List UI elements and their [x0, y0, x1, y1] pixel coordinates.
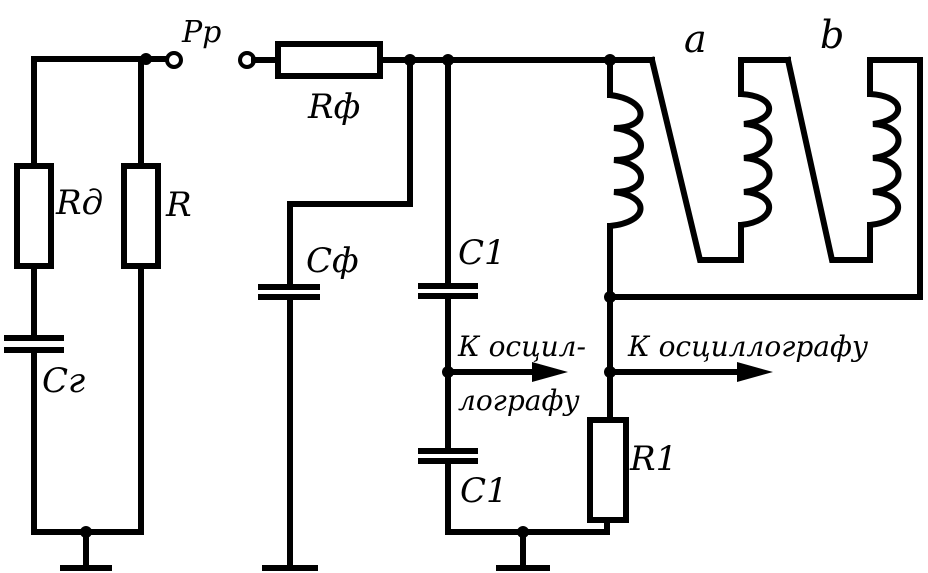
winding-section: [587, 54, 923, 523]
junction-top-left: [140, 53, 152, 65]
resistor-rf: [275, 41, 383, 79]
label-cg: Cг: [42, 361, 85, 401]
spark-gap-terminal-left: [165, 51, 183, 69]
arrow-left-head: [532, 362, 568, 382]
wire-cf-branch: [287, 57, 413, 287]
label-b: b: [820, 13, 844, 57]
labels: Rд R Cг Rф Cф C1 C1 R1 a b К осцил- логр…: [42, 13, 869, 511]
charging-circuit: [4, 53, 171, 571]
label-spark-gap: Pр: [181, 15, 221, 50]
wire-left-outer: [31, 56, 149, 168]
label-rd: Rд: [55, 183, 103, 223]
coil-a: [738, 91, 773, 228]
resistor-rd: [14, 163, 54, 269]
wire-winding-a-top: [738, 57, 791, 97]
label-rf: Rф: [307, 87, 360, 127]
coil-b: [867, 91, 902, 228]
junction-coil-top: [604, 54, 616, 66]
label-r: R: [165, 185, 192, 225]
resistor-r1: [587, 417, 629, 523]
label-c1-bottom: C1: [460, 471, 508, 511]
label-c1-top: C1: [458, 233, 506, 273]
label-cf: Cф: [306, 241, 359, 281]
coil-main: [607, 92, 644, 229]
junction-ground-center: [517, 526, 529, 538]
spark-gap: Pр: [165, 15, 256, 69]
label-osc-right: К осциллографу: [627, 330, 869, 363]
wire-winding-a: [648, 56, 744, 263]
wire-r-bottom: [31, 263, 144, 535]
label-osc-left-line1: К осцил-: [457, 330, 586, 363]
label-r1: R1: [629, 439, 677, 479]
wire-winding-b-return: [607, 57, 923, 300]
junction-c1-top: [442, 54, 454, 66]
junction-ground-left: [80, 526, 92, 538]
arrow-right-head: [737, 362, 773, 382]
junction-rf-right: [404, 54, 416, 66]
wire-winding-b: [784, 56, 873, 263]
resistor-r: [121, 163, 161, 269]
label-a: a: [684, 17, 707, 61]
label-osc-left-line2: лографу: [458, 384, 580, 417]
